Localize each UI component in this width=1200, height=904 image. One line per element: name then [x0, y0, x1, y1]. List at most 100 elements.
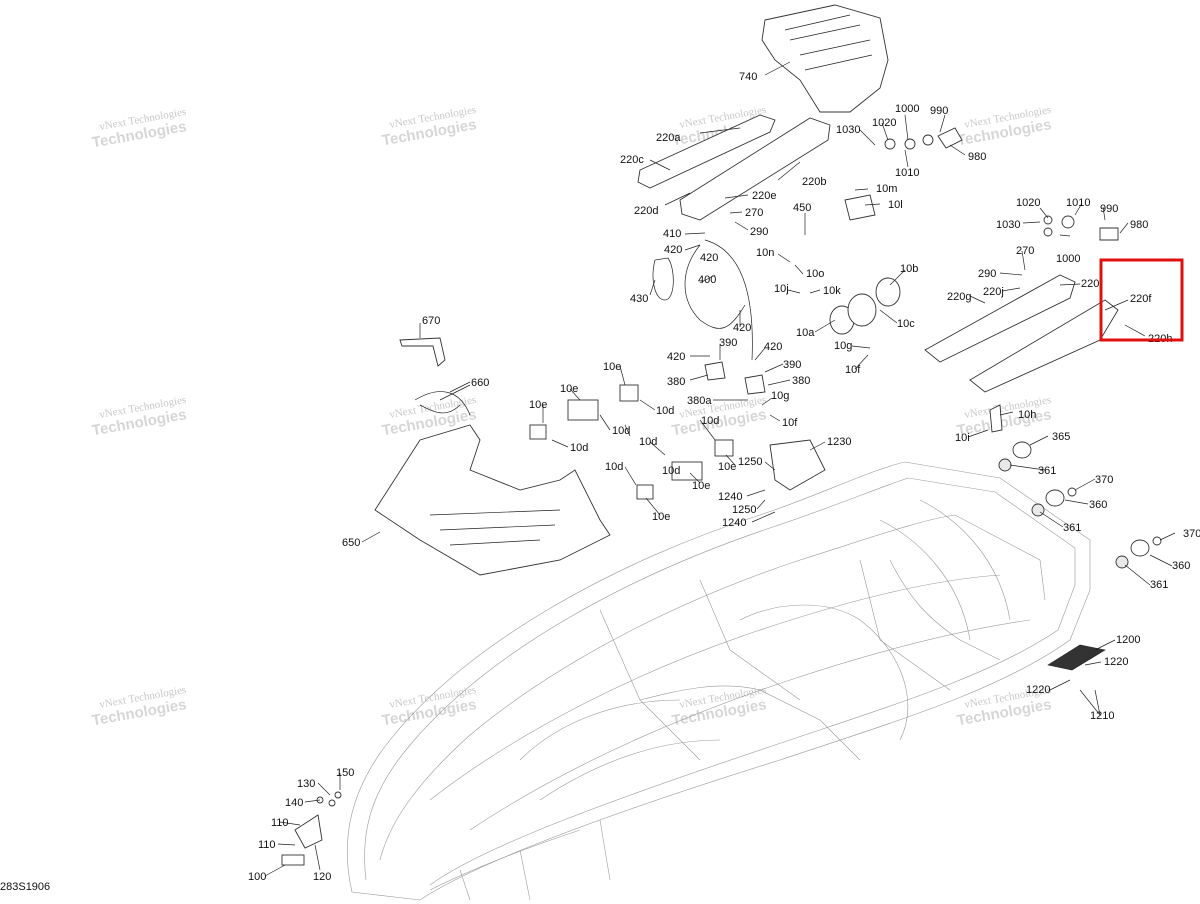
callout-1210: 1210 [1090, 710, 1114, 722]
callout-10m: 10m [876, 183, 897, 195]
callout-380: 380 [792, 375, 810, 387]
callout-100: 100 [248, 871, 266, 883]
callout-270: 270 [1016, 245, 1034, 257]
callout-1020: 1020 [872, 117, 896, 129]
callout-10d: 10d [570, 442, 588, 454]
callout-1250: 1250 [732, 504, 756, 516]
callout-390: 390 [719, 337, 737, 349]
callout-361: 361 [1150, 579, 1168, 591]
callout-10d: 10d [701, 415, 719, 427]
callout-360: 360 [1089, 499, 1107, 511]
callout-670: 670 [422, 315, 440, 327]
callout-220b: 220b [802, 176, 826, 188]
callout-10d: 10d [656, 405, 674, 417]
watermark: vNext Technologies Technologies [956, 104, 1053, 150]
part-shapes [281, 4, 1162, 866]
callout-10c: 10c [897, 318, 915, 330]
callout-130: 130 [297, 778, 315, 790]
callout-220d: 220d [634, 205, 658, 217]
callout-10o: 10o [806, 268, 824, 280]
leader-lines [264, 61, 1176, 877]
callout-220f: 220f [1130, 293, 1152, 305]
hull-drawing [347, 461, 1091, 901]
callout-370: 370 [1183, 528, 1200, 540]
callout-370: 370 [1095, 474, 1113, 486]
callout-380: 380 [667, 376, 685, 388]
callout-290: 290 [750, 226, 768, 238]
callout-420: 420 [733, 322, 751, 334]
watermark: vNext Technologies Technologies [91, 106, 188, 152]
callout-220j: 220j [983, 286, 1004, 298]
callout-220a: 220a [656, 132, 681, 144]
callout-980: 980 [1130, 219, 1148, 231]
callout-420: 420 [664, 244, 682, 256]
callout-1240: 1240 [718, 491, 742, 503]
callout-10d: 10d [639, 436, 657, 448]
callout-150: 150 [336, 767, 354, 779]
callout-450: 450 [793, 202, 811, 214]
callout-10e: 10e [692, 480, 710, 492]
callout-740: 740 [739, 71, 757, 83]
callout-270: 270 [745, 207, 763, 219]
callout-1000: 1000 [895, 103, 919, 115]
callout-10h: 10h [1018, 409, 1036, 421]
callout-10k: 10k [823, 285, 841, 297]
callout-120: 120 [313, 871, 331, 883]
callout-10f: 10f [782, 417, 798, 429]
callout-1250: 1250 [738, 456, 762, 468]
callout-10g: 10g [834, 340, 852, 352]
watermark: vNext Technologies Technologies [381, 684, 478, 730]
watermark: vNext Technologies Technologies [91, 684, 188, 730]
callout-220: 220 [1081, 278, 1099, 290]
callout-1200: 1200 [1116, 634, 1140, 646]
callout-10e: 10e [529, 399, 547, 411]
callout-220g: 220g [947, 291, 971, 303]
callout-1000: 1000 [1056, 253, 1080, 265]
callout-400: 400 [698, 274, 716, 286]
callout-220c: 220c [620, 154, 644, 166]
callout-10d: 10d [605, 461, 623, 473]
watermark: vNext Technologies Technologies [671, 684, 768, 730]
callout-1010: 1010 [1066, 197, 1090, 209]
callout-1230: 1230 [827, 436, 851, 448]
callout-110: 110 [271, 817, 289, 829]
callout-390: 390 [783, 359, 801, 371]
callout-10a: 10a [796, 327, 815, 339]
callout-10b: 10b [900, 263, 918, 275]
callout-660: 660 [471, 377, 489, 389]
callout-361: 361 [1038, 465, 1056, 477]
callout-10f: 10f [845, 364, 861, 376]
callout-1220: 1220 [1104, 656, 1128, 668]
callout-labels: 740 220a 220c 220d 220b 220e 270 290 103… [248, 71, 1200, 883]
watermark: vNext Technologies Technologies [381, 104, 478, 150]
callout-990: 990 [930, 105, 948, 117]
callout-430: 430 [630, 293, 648, 305]
callout-10l: 10l [888, 199, 903, 211]
callout-1030: 1030 [996, 219, 1020, 231]
callout-650: 650 [342, 537, 360, 549]
callout-420: 420 [764, 341, 782, 353]
callout-10n: 10n [756, 247, 774, 259]
callout-110: 110 [258, 839, 276, 851]
callout-1030: 1030 [836, 124, 860, 136]
callout-980: 980 [968, 151, 986, 163]
callout-361: 361 [1063, 522, 1081, 534]
callout-10e: 10e [718, 461, 736, 473]
callout-380a: 380a [687, 395, 712, 407]
callout-1020: 1020 [1016, 197, 1040, 209]
callout-10i: 10i [955, 432, 970, 444]
callout-1240: 1240 [722, 517, 746, 529]
callout-420: 420 [667, 351, 685, 363]
callout-290: 290 [978, 268, 996, 280]
callout-10e: 10e [603, 361, 621, 373]
callout-365: 365 [1052, 431, 1070, 443]
callout-360: 360 [1172, 560, 1190, 572]
callout-10g: 10g [771, 390, 789, 402]
highlight-box [1099, 258, 1184, 342]
callout-420: 420 [700, 252, 718, 264]
callout-1010: 1010 [895, 167, 919, 179]
callout-140: 140 [285, 797, 303, 809]
callout-990: 990 [1100, 203, 1118, 215]
watermark: vNext Technologies Technologies [91, 394, 188, 440]
callout-10e: 10e [652, 511, 670, 523]
